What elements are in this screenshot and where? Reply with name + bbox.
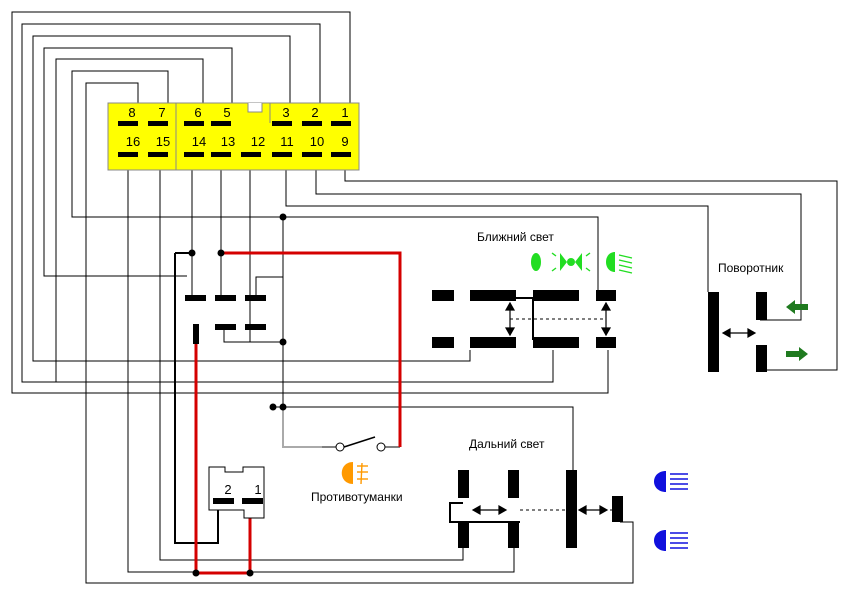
fog-lights-label: Противотуманки <box>311 490 403 504</box>
turn-arrow-right-icon <box>786 347 808 361</box>
pin-5: 5 <box>223 105 230 120</box>
high-beam-icon <box>654 471 688 551</box>
pin-12: 12 <box>251 134 265 149</box>
high-beam-switch <box>458 470 623 548</box>
pin-16: 16 <box>126 134 140 149</box>
pin-3: 3 <box>282 105 289 120</box>
pin-10: 10 <box>310 134 324 149</box>
switch-cluster <box>185 295 266 344</box>
pin-7: 7 <box>158 105 165 120</box>
pin-1: 1 <box>341 105 348 120</box>
low-beam-switch <box>432 290 616 348</box>
pin-6: 6 <box>194 105 201 120</box>
pin-13: 13 <box>221 134 235 149</box>
turn-arrow-left-icon <box>786 300 808 314</box>
relay-pin-1: 1 <box>254 482 261 497</box>
connector-block: 8 7 6 5 3 2 1 16 15 14 13 12 11 10 9 <box>107 102 360 171</box>
pin-11: 11 <box>280 134 294 149</box>
relay: 2 1 <box>208 466 265 519</box>
ground-wire <box>282 407 322 448</box>
relay-pin-2: 2 <box>224 482 231 497</box>
high-beam-label: Дальний свет <box>469 437 545 451</box>
pin-2: 2 <box>311 105 318 120</box>
turn-signal-switch <box>708 292 767 372</box>
turn-signal-label: Поворотник <box>718 261 784 275</box>
pin-9: 9 <box>341 134 348 149</box>
junctions <box>188 213 287 577</box>
pin-14: 14 <box>192 134 206 149</box>
low-beam-label: Ближний свет <box>477 230 554 244</box>
fog-switch <box>335 442 386 452</box>
low-beam-icon <box>531 252 633 274</box>
pin-8: 8 <box>128 105 135 120</box>
fog-light-icon <box>341 462 368 485</box>
pin-15: 15 <box>156 134 170 149</box>
